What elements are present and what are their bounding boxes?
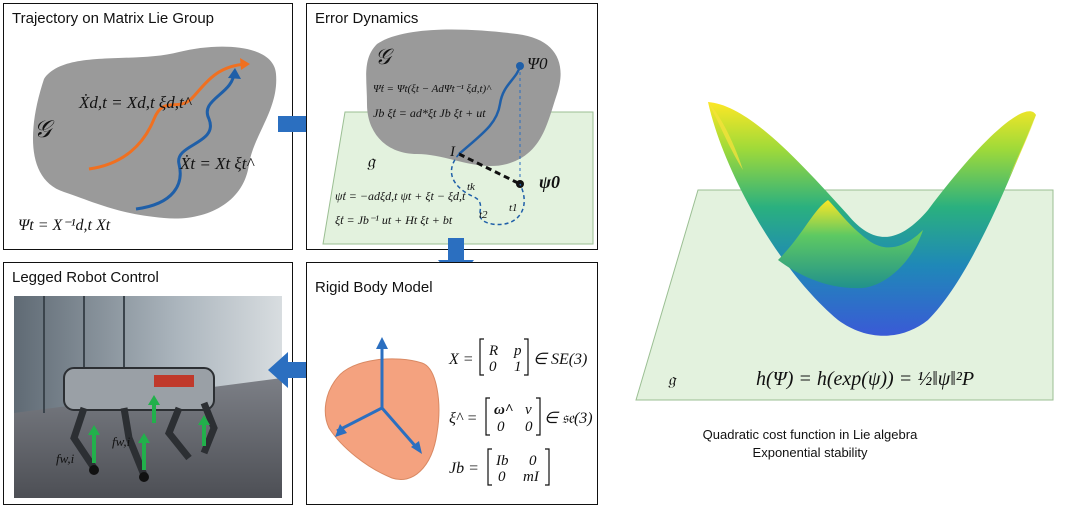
panel-legged-robot: Legged Robot Control fw,i fw — [3, 262, 293, 505]
error-trajectory-group — [458, 65, 522, 155]
eq-J-lhs: Jb = — [449, 460, 479, 477]
panel-title: Error Dynamics — [315, 10, 419, 27]
time-label-t1: t1 — [509, 202, 518, 214]
caption-line-2: Exponential stability — [752, 445, 868, 460]
panel-error-dynamics: Error Dynamics 𝒢 Ψ0 Ψ̇t = Ψt(ξt − AdΨt⁻¹… — [306, 3, 598, 250]
eq-xi-rhs: ∈ 𝔰𝔢(3) — [544, 410, 593, 427]
eq-error: Ψt = X⁻¹d,t Xt — [18, 217, 111, 234]
eq-actual: Ẋt = Xt ξt^ — [179, 154, 255, 173]
group-symbol: 𝒢 — [34, 117, 55, 143]
cost-equation: h(Ψ) = h(exp(ψ)) = ½‖ψ‖²P — [756, 368, 974, 390]
bracket — [536, 397, 541, 436]
time-label-t2: t2 — [479, 209, 488, 221]
rigid-body-diagram: X = R p 0 1 ∈ SE(3) ξ^ = ω^ v 0 0 ∈ 𝔰𝔢(3… — [324, 337, 593, 486]
algebra-symbol: 𝔤 — [668, 370, 677, 389]
panel-trajectory: Trajectory on Matrix Lie Group 𝒢 Ẋd,t = … — [3, 3, 293, 250]
robot-photo: fw,i fw,i — [14, 296, 282, 498]
caption-line-1: Quadratic cost function in Lie algebra — [702, 427, 918, 442]
robot-leg — [164, 406, 192, 461]
eq-J-m11: mI — [523, 469, 540, 485]
eq-error-algebra: ψ̇t = −adξd,t ψt + ξt − ξd,t — [335, 189, 466, 203]
robot-leg — [70, 406, 97, 470]
rigid-body-shape — [324, 358, 440, 480]
eq-desired: Ẋd,t = Xd,t ξd,t^ — [78, 93, 193, 112]
log-map-line — [458, 152, 521, 186]
eq-rigid-dynamics: Jb ξ̇t = ad*ξt Jb ξt + ut — [373, 106, 486, 120]
force-arrowhead — [138, 433, 150, 443]
eq-xi-m01: v — [525, 402, 532, 418]
robot-logo — [154, 375, 194, 387]
eq-X-lhs: X = — [448, 351, 474, 368]
force-arrowhead — [198, 415, 210, 425]
eq-J-m10: 0 — [498, 469, 506, 485]
lie-group-blob — [366, 29, 561, 167]
arrow-left-icon — [268, 352, 318, 388]
bracket — [479, 338, 484, 376]
identity-label: I — [449, 144, 456, 160]
robot-foot — [89, 465, 99, 475]
body-frame-axes — [335, 337, 422, 454]
force-label: fw,i — [112, 434, 131, 449]
algebra-symbol: 𝔤 — [367, 151, 377, 171]
eq-xi-lhs: ξ^ = — [449, 410, 477, 427]
force-arrowhead — [148, 395, 160, 405]
cost-surface-figure: 𝔤 h(Ψ) = h(exp(ψ)) = ½‖ψ‖²P — [635, 102, 1054, 401]
force-label: fw,i — [56, 451, 75, 466]
cost-bowl-inner — [778, 200, 923, 289]
eq-xi-m11: 0 — [525, 419, 533, 435]
force-arrowhead — [88, 425, 100, 435]
psi0-algebra-label: ψ0 — [539, 172, 560, 192]
time-label-tk: tk — [467, 181, 476, 193]
desired-trajectory-orange — [88, 62, 247, 171]
panel-rigid-body: Rigid Body Model X = R p 0 1 ∈ SE(3) ξ^ … — [306, 262, 598, 505]
panel-title: Legged Robot Control — [12, 269, 159, 286]
eq-X-m11: 1 — [514, 359, 522, 375]
orange-arrowhead — [240, 58, 250, 70]
eq-X-m10: 0 — [489, 359, 497, 375]
blue-arrowhead — [228, 68, 241, 79]
error-diagram: 𝒢 Ψ0 Ψ̇t = Ψt(ξt − AdΨt⁻¹ ξd,t)^ Jb ξ̇t … — [322, 29, 594, 245]
robot-leg — [200, 401, 218, 455]
robot-body — [63, 367, 215, 411]
trajectory-diagram: 𝒢 Ẋd,t = Xd,t ξd,t^ Ẋt = Xt ξt^ Ψt = X⁻¹… — [18, 46, 277, 234]
eq-velocity-error: ξ̇t = Jb⁻¹ ut + Ht ξt + bt — [335, 213, 453, 227]
eq-X-m01: p — [513, 343, 522, 359]
cost-bowl-left-peak — [708, 102, 743, 170]
bracket — [485, 397, 490, 436]
eq-J-m00: Ib — [495, 453, 509, 469]
group-symbol: 𝒢 — [375, 44, 394, 69]
eq-J-m01: 0 — [529, 453, 537, 469]
eq-error-group: Ψ̇t = Ψt(ξt − AdΨt⁻¹ ξd,t)^ — [373, 83, 492, 95]
psi0-point — [516, 62, 524, 70]
bracket — [524, 338, 529, 376]
error-trajectory-algebra — [450, 153, 525, 226]
eq-X-m00: R — [488, 343, 498, 359]
actual-trajectory-blue — [135, 71, 236, 211]
bracket — [487, 448, 492, 486]
cost-bowl-surface — [708, 102, 1036, 336]
eq-xi-m10: 0 — [497, 419, 505, 435]
psi0-group-label: Ψ0 — [527, 54, 548, 73]
lie-group-blob — [32, 46, 277, 219]
panel-title: Trajectory on Matrix Lie Group — [12, 10, 215, 27]
robot-foot — [139, 472, 149, 482]
eq-xi-m00: ω^ — [494, 402, 513, 418]
panel-title: Rigid Body Model — [315, 279, 433, 296]
cost-bowl-right-peak — [1008, 115, 1036, 180]
bracket — [545, 448, 550, 486]
robot-leg — [120, 407, 148, 477]
eq-X-rhs: ∈ SE(3) — [533, 351, 587, 368]
